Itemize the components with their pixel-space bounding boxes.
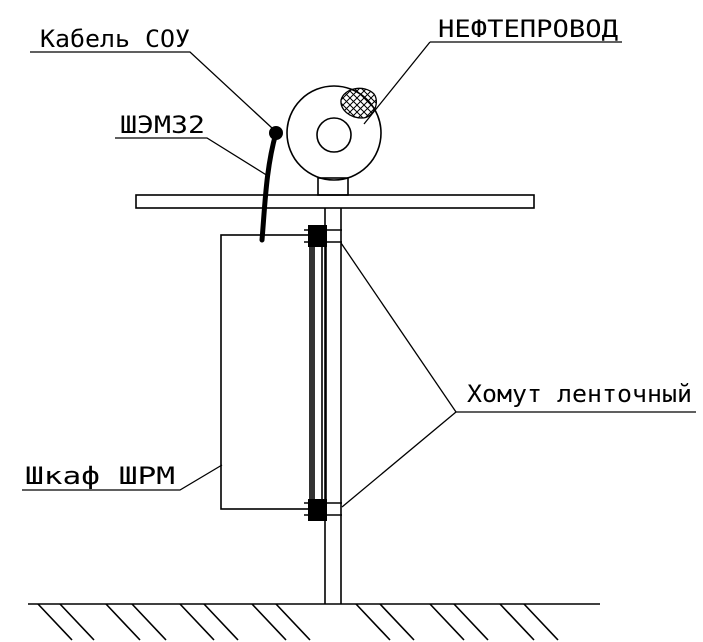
pipeline-label: НЕФТЕПРОВОД (438, 15, 619, 43)
leader-lines (22, 41, 696, 508)
clamp-bottom (304, 499, 342, 521)
cabinet-body (220, 234, 313, 510)
cable-label: Кабель СОУ (40, 25, 190, 53)
cabinet-label: Шкаф ШРМ (25, 462, 175, 490)
support-platform (135, 194, 535, 209)
pipe-saddle (317, 177, 349, 196)
clamp-label: Хомут ленточный (467, 380, 692, 408)
pipeline-section (286, 85, 382, 181)
cable (259, 130, 279, 243)
cable-junction (269, 126, 283, 140)
ground (28, 603, 600, 641)
connector-label: ШЭМ32 (120, 111, 205, 139)
support-post (324, 208, 342, 604)
hatched-cutout (340, 87, 377, 119)
clamp-top (304, 225, 342, 247)
